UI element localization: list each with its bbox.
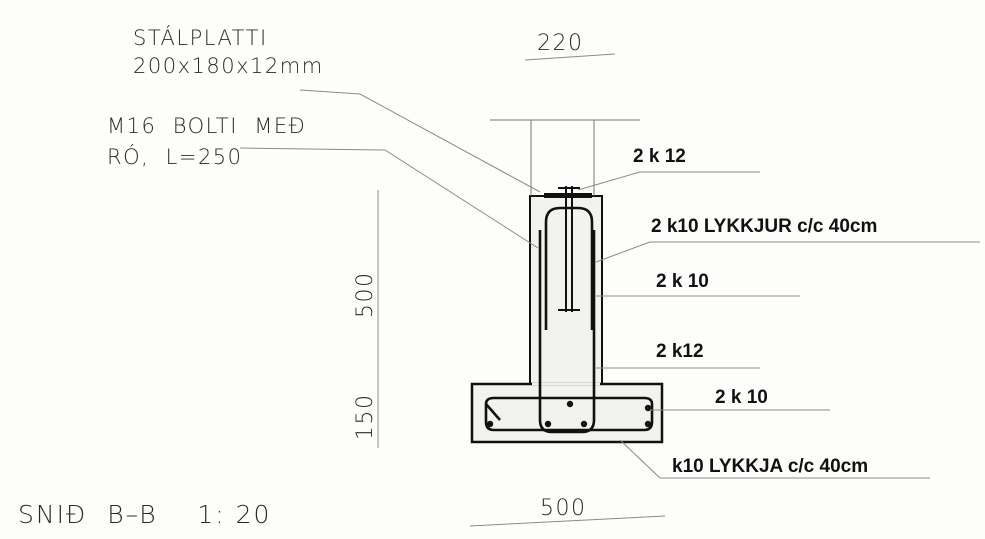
dimension-wall-height: 500: [353, 271, 378, 319]
leader-lines: [239, 89, 980, 479]
bolt-callout-line2: RÓ, L=250: [107, 145, 243, 169]
label-wall-bars: 2 k 10: [656, 271, 709, 292]
footing-rebar: [484, 396, 654, 432]
dimension-top-width: 220: [537, 31, 584, 56]
label-footing-top-bars: 2 k12: [656, 341, 704, 362]
column-above: [490, 119, 640, 196]
dimension-bottom-width: 500: [540, 496, 587, 521]
plate-callout-line2: 200x180x12mm: [133, 54, 324, 78]
label-stirrups: 2 k10 LYKKJUR c/c 40cm: [651, 216, 878, 237]
plate-callout-line1: STÁLPLATTI: [133, 26, 268, 50]
dimension-lines: [377, 53, 666, 527]
rebar-dots: [486, 400, 652, 428]
label-footing-bars: 2 k 10: [715, 387, 768, 408]
bolt-callout-line1: M16 BOLTI MEÐ: [107, 114, 307, 138]
label-footing-loop: k10 LYKKJA c/c 40cm: [672, 456, 869, 477]
steel-plate: [544, 193, 592, 198]
dimension-footing-height: 150: [353, 393, 378, 441]
wall-rebar: [538, 206, 596, 434]
section-title: SNIÐ B–B 1: 20: [18, 500, 272, 529]
label-top-bars: 2 k 12: [633, 146, 686, 167]
